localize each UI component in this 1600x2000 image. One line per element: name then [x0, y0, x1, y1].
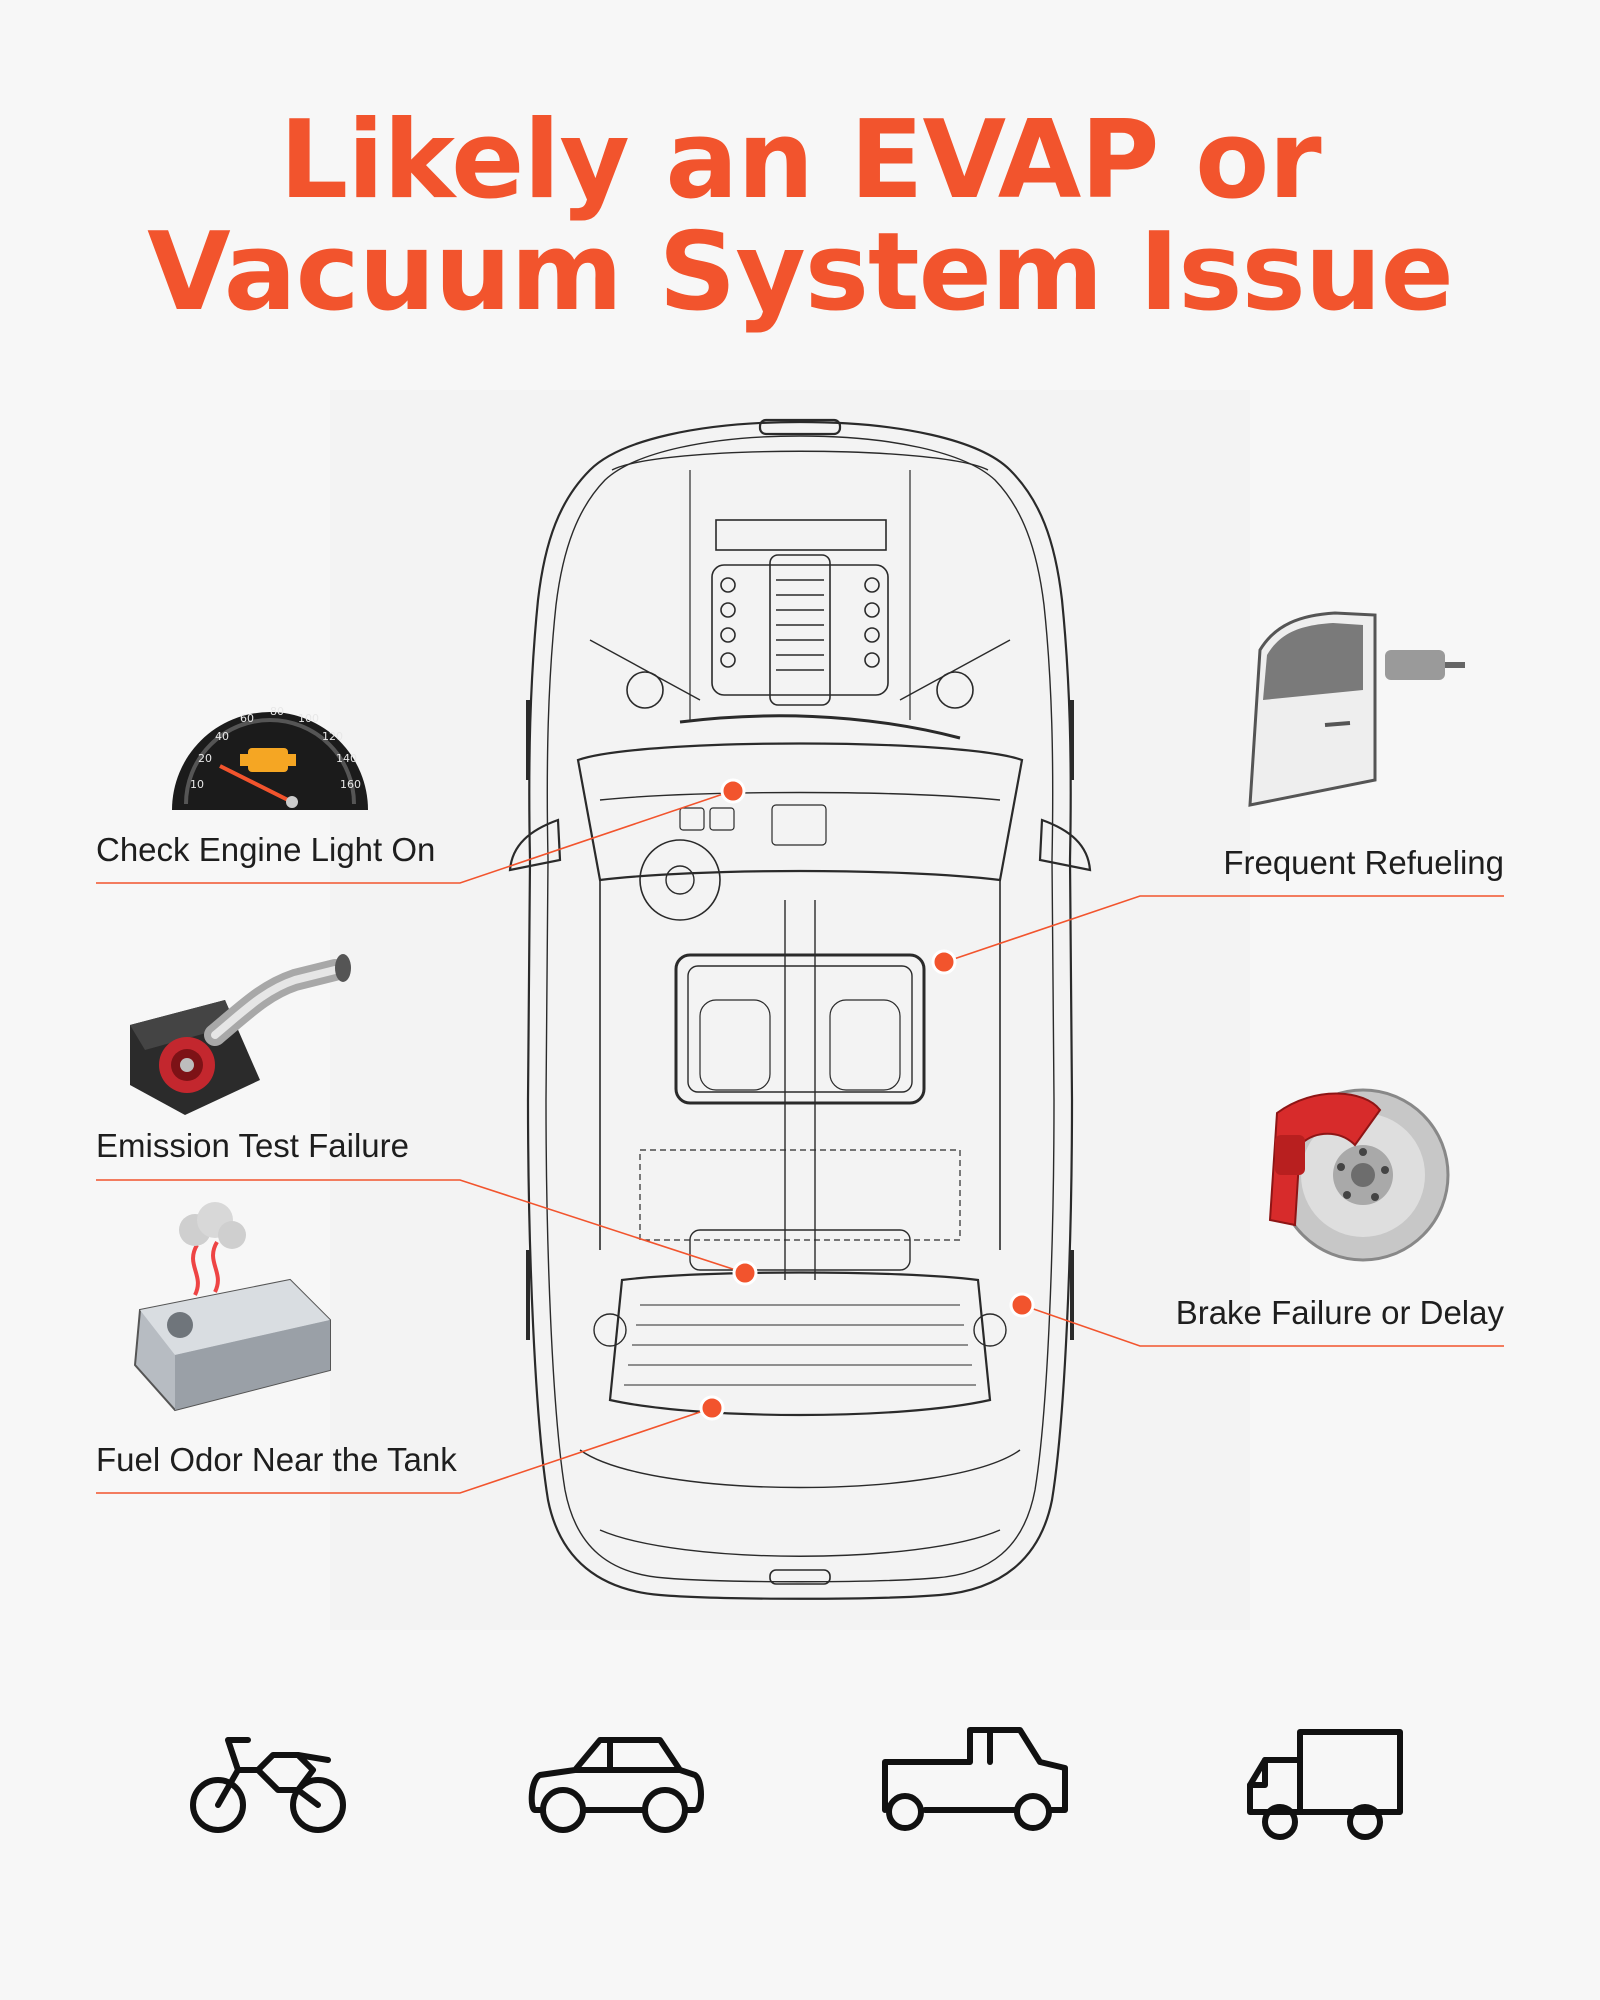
leader-lines	[96, 789, 1504, 1494]
symptom-label-refueling: Frequent Refueling	[1223, 844, 1504, 881]
marker-refueling	[931, 949, 957, 975]
svg-text:140: 140	[336, 752, 357, 765]
diagram-backdrop	[330, 390, 1250, 1630]
leader-check-engine	[96, 789, 736, 884]
title-line-2: Vacuum System Issue	[147, 210, 1454, 335]
svg-text:120: 120	[322, 730, 343, 743]
marker-check-engine	[720, 778, 746, 804]
car-icon	[528, 1737, 704, 1833]
marker-brake	[1009, 1292, 1035, 1318]
marker-dots	[699, 778, 1035, 1421]
motorcycle-icon	[190, 1737, 346, 1833]
air-intake-filter-icon	[130, 954, 351, 1115]
marker-emission	[732, 1260, 758, 1286]
delivery-truck-icon	[1247, 1729, 1403, 1840]
symptom-label-emission: Emission Test Failure	[96, 1127, 410, 1164]
symptom-label-brake: Brake Failure or Delay	[1175, 1294, 1504, 1331]
svg-text:40: 40	[215, 730, 229, 743]
fuel-tank-icon	[133, 1202, 331, 1412]
svg-text:20: 20	[198, 752, 212, 765]
marker-fuel-odor	[699, 1395, 725, 1421]
symptom-label-fuel-odor: Fuel Odor Near the Tank	[96, 1441, 457, 1478]
pickup-truck-icon	[882, 1727, 1068, 1831]
leader-brake	[1021, 1304, 1504, 1347]
leader-refueling	[944, 895, 1504, 963]
svg-text:10: 10	[190, 778, 204, 791]
svg-text:60: 60	[240, 712, 254, 725]
svg-text:160: 160	[340, 778, 361, 791]
leader-emission	[96, 1179, 746, 1274]
car-door-icon	[1248, 611, 1465, 807]
page-title: Likely an EVAP or Vacuum System Issue	[0, 105, 1600, 329]
svg-text:80: 80	[270, 705, 284, 718]
svg-text:100: 100	[298, 712, 319, 725]
brake-caliper-icon	[1268, 1088, 1450, 1262]
car-top-view	[508, 418, 1092, 1600]
symptom-label-check-engine: Check Engine Light On	[96, 831, 436, 868]
leader-fuel-odor	[96, 1407, 713, 1494]
title-line-1: Likely an EVAP or	[279, 98, 1321, 223]
